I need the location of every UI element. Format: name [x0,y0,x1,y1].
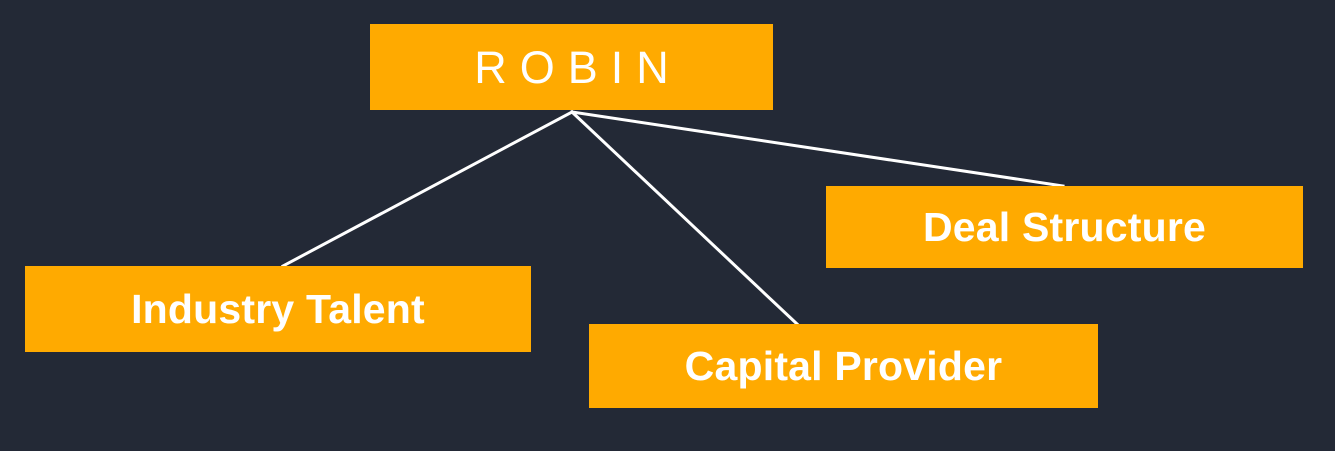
connector-robin-to-capital-provider [569,109,800,327]
node-capital-provider[interactable]: Capital Provider [589,324,1098,408]
node-deal-structure-label: Deal Structure [922,203,1207,250]
node-robin[interactable]: ROBIN [370,24,773,110]
connector-robin-to-industry-talent [280,109,575,269]
node-industry-talent-label: Industry Talent [131,285,425,332]
node-capital-provider-label: Capital Provider [684,342,1003,389]
node-industry-talent[interactable]: Industry Talent [25,266,531,352]
connector-robin-to-deal-structure [570,110,1065,188]
node-deal-structure[interactable]: Deal Structure [826,186,1303,268]
node-robin-label: ROBIN [474,41,682,93]
